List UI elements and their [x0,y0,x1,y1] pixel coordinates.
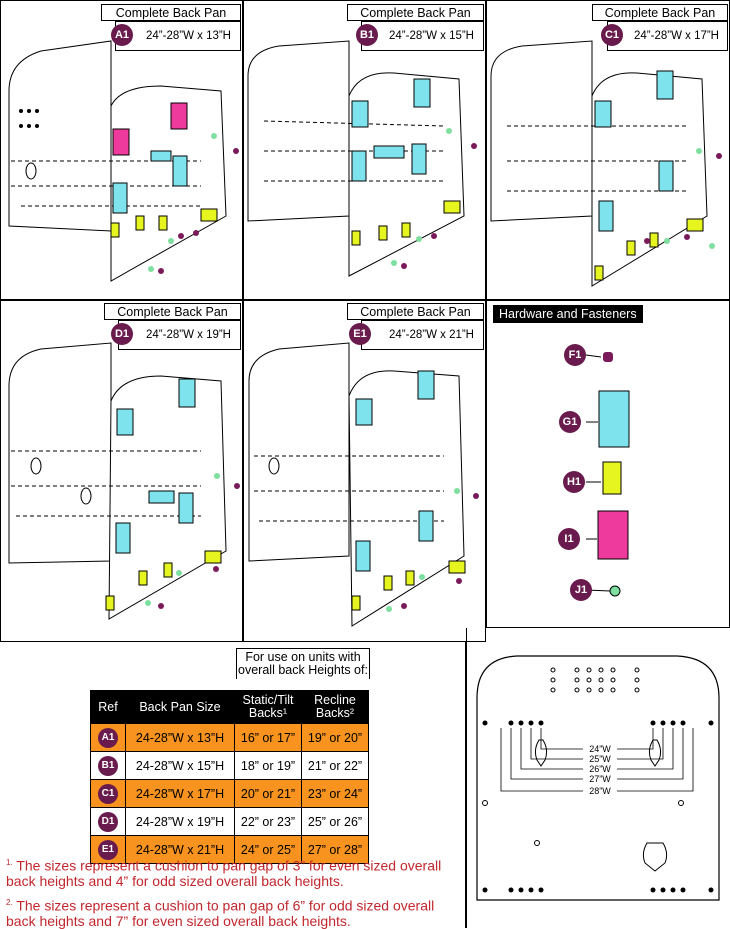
width-label: 26”W [589,764,611,774]
back-pan-d1-diagram [8,342,240,620]
ref-badge: E1 [349,323,371,345]
ref-badge: D1 [98,811,118,832]
col-recline: Recline Backs² [301,690,369,724]
col-size: Back Pan Size [125,690,235,724]
width-label: 27”W [589,774,611,784]
static-cell: 16” or 17” [234,723,302,752]
panel-size-label: 24”-28”W x 17”H [607,21,728,51]
recline-cell: 19” or 20” [301,723,369,752]
panel-title: Complete Back Pan [347,303,484,320]
ref-badge: G1 [559,411,581,433]
size-cell: 24-28”W x 13”H [125,723,235,752]
back-pan-front-diagram: 24”W 25”W 26”W 27”W 28”W [476,655,720,901]
size-cell: 24-28”W x 17”H [125,779,235,808]
ref-badge: H1 [563,471,585,493]
static-cell: 18” or 19” [234,751,302,780]
col-static: Static/Tilt Backs¹ [234,690,302,724]
static-cell: 24” or 25” [234,835,302,864]
ref-badge: C1 [601,24,623,46]
footnote-mark: 1. [6,858,13,867]
panel-title: Complete Back Pan [104,303,241,320]
panel-title: Complete Back Pan [101,4,241,21]
recline-cell: 21” or 22” [301,751,369,780]
footnote-1: 1. The sizes represent a cushion to pan … [6,855,461,889]
back-pan-c1-diagram [490,40,722,287]
reference-table: Ref Back Pan Size Static/Tilt Backs¹ Rec… [90,690,369,864]
footnote-text: The sizes represent a cushion to pan gap… [6,857,442,889]
width-label: 24”W [589,744,611,754]
table-row: D1 24-28”W x 19”H 22” or 23” 25” or 26” [90,807,369,836]
recline-cell: 27” or 28” [301,835,369,864]
back-pan-a1-diagram [8,40,239,282]
ref-badge: B1 [98,755,118,776]
ref-badge: J1 [570,579,592,601]
static-cell: 20” or 21” [234,779,302,808]
panel-title: Complete Back Pan [347,4,484,21]
table-section: For use on units with overall back Heigh… [0,642,466,928]
col-ref: Ref [90,690,126,724]
ref-badge: E1 [98,839,118,860]
static-cell: 22” or 23” [234,807,302,836]
ref-badge: D1 [111,323,133,345]
panel-a1: Complete Back Pan 24”-28”W x 13”H A1 [0,0,243,300]
ref-badge: B1 [356,24,378,46]
table-row: A1 24-28”W x 13”H 16” or 17” 19” or 20” [90,723,369,752]
hardware-title: Hardware and Fasteners [493,305,643,323]
screw-icon [585,352,630,597]
size-cell: 24-28”W x 15”H [125,751,235,780]
table-row: B1 24-28”W x 15”H 18” or 19” 21” or 22” [90,751,369,780]
ref-badge: F1 [564,344,586,366]
panel-b1: Complete Back Pan 24”-28”W x 15”H B1 [243,0,486,300]
panel-d1: Complete Back Pan 24”-28”W x 19”H D1 [0,300,243,642]
back-pan-b1-diagram [247,40,477,277]
panel-size-label: 24”-28”W x 15”H [361,21,484,51]
panel-size-label: 24”-28”W x 13”H [115,21,241,51]
footnote-text: The sizes represent a cushion to pan gap… [6,897,435,929]
hardware-panel: Hardware and Fasteners F1 G1 H1 I1 J1 [486,300,730,628]
panel-size-label: 24”-28”W x 21”H [361,320,484,350]
panel-size-label: 24”-28”W x 19”H [118,320,241,350]
group-header: For use on units with overall back Heigh… [236,648,370,679]
recline-cell: 25” or 26” [301,807,369,836]
width-label: 28”W [589,786,611,796]
front-view-section: 24”W 25”W 26”W 27”W 28”W [466,628,730,928]
footnote-2: 2. The sizes represent a cushion to pan … [6,895,466,929]
panel-c1: Complete Back Pan 24”-28”W x 17”H C1 [486,0,730,300]
panel-title: Complete Back Pan [592,4,728,21]
size-cell: 24-28”W x 19”H [125,807,235,836]
size-cell: 24-28”W x 21”H [125,835,235,864]
panel-e1: Complete Back Pan 24”-28”W x 21”H E1 [243,300,486,642]
recline-cell: 23” or 24” [301,779,369,808]
ref-badge: I1 [558,528,580,550]
table-row: E1 24-28”W x 21”H 24” or 25” 27” or 28” [90,835,369,864]
ref-badge: A1 [111,24,133,46]
width-label: 25”W [589,754,611,764]
ref-badge: A1 [98,727,118,748]
footnote-mark: 2. [6,898,13,907]
back-pan-e1-diagram [248,342,479,627]
table-row: C1 24-28”W x 17”H 20” or 21” 23” or 24” [90,779,369,808]
ref-badge: C1 [98,783,118,804]
